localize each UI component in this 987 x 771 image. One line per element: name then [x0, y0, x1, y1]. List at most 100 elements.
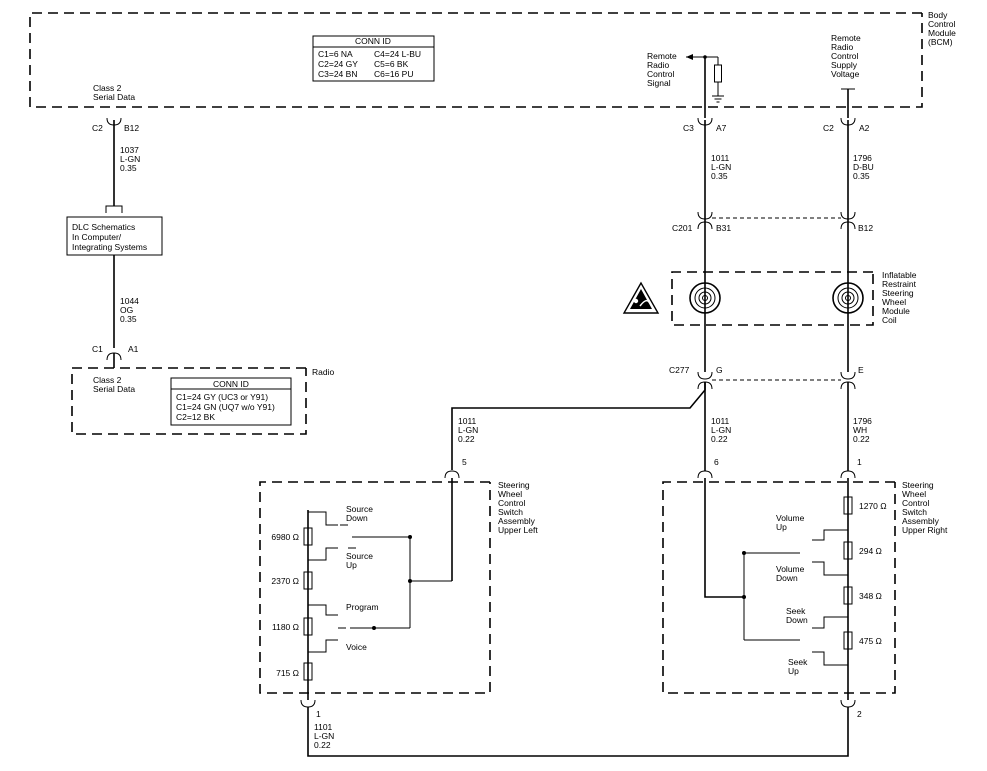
- svg-text:Restraint: Restraint: [882, 279, 917, 289]
- bcm-conn-id-title: CONN ID: [355, 36, 391, 46]
- svg-text:Switch: Switch: [902, 507, 927, 517]
- dlc-reference-box: DLC Schematics In Computer/ Integrating …: [66, 216, 163, 256]
- svg-text:Up: Up: [346, 560, 357, 570]
- bcm-class2-label-1: Class 2: [93, 83, 122, 93]
- svg-text:Wheel: Wheel: [498, 489, 522, 499]
- svg-text:1044: 1044: [120, 296, 139, 306]
- svg-text:Radio: Radio: [312, 367, 334, 377]
- pin-left-5: 5: [444, 457, 467, 479]
- svg-text:G: G: [716, 365, 723, 375]
- svg-text:Volume: Volume: [776, 564, 805, 574]
- airbag-warning-icon: [622, 281, 660, 314]
- svg-text:1: 1: [316, 709, 321, 719]
- svg-text:Radio: Radio: [647, 60, 669, 70]
- svg-text:0.35: 0.35: [120, 314, 137, 324]
- pin-bottom-left-1: 1: [300, 699, 321, 719]
- svg-text:C3: C3: [683, 123, 694, 133]
- svg-text:Radio: Radio: [831, 42, 853, 52]
- svg-text:0.22: 0.22: [458, 434, 475, 444]
- bcm-label-3: Module: [928, 28, 956, 38]
- svg-text:Remote: Remote: [831, 33, 861, 43]
- svg-text:Assembly: Assembly: [902, 516, 940, 526]
- svg-text:Coil: Coil: [882, 315, 897, 325]
- svg-text:Module: Module: [882, 306, 910, 316]
- pin-right-1: 1: [840, 457, 862, 479]
- svg-text:1: 1: [857, 457, 862, 467]
- bcm-conn-row: C2=24 GY: [318, 59, 358, 69]
- bcm-conn-row: C5=6 BK: [374, 59, 409, 69]
- remote-signal-circuit: Remote Radio Control Signal: [647, 51, 724, 118]
- resistor-6980: [303, 527, 313, 546]
- svg-text:Down: Down: [786, 615, 808, 625]
- svg-text:B12: B12: [858, 223, 873, 233]
- remote-supply-circuit: Remote Radio Control Supply Voltage: [831, 33, 861, 118]
- svg-text:Inflatable: Inflatable: [882, 270, 917, 280]
- svg-text:A1: A1: [128, 344, 139, 354]
- inflatable-restraint-coil: Inflatable Restraint Steering Wheel Modu…: [622, 270, 917, 326]
- svg-text:E: E: [858, 365, 864, 375]
- svg-text:Assembly: Assembly: [498, 516, 536, 526]
- svg-text:1796: 1796: [853, 153, 872, 163]
- svg-text:L-GN: L-GN: [314, 731, 334, 741]
- wire-1101: [307, 707, 849, 757]
- bcm-module: Body Control Module (BCM): [29, 10, 956, 108]
- svg-text:0.22: 0.22: [711, 434, 728, 444]
- svg-text:D-BU: D-BU: [853, 162, 874, 172]
- connector-c277: C277 G E: [669, 365, 864, 390]
- resistor-2370: [303, 571, 313, 590]
- svg-text:715 Ω: 715 Ω: [276, 668, 299, 678]
- svg-text:1011: 1011: [458, 416, 477, 426]
- bcm-label-1: Body: [928, 10, 948, 20]
- resistor-348: [843, 586, 853, 605]
- svg-text:C201: C201: [672, 223, 693, 233]
- svg-text:Steering: Steering: [882, 288, 914, 298]
- svg-text:1796: 1796: [853, 416, 872, 426]
- svg-text:Switch: Switch: [498, 507, 523, 517]
- svg-text:Steering: Steering: [498, 480, 530, 490]
- svg-text:Program: Program: [346, 602, 379, 612]
- svg-text:Remote: Remote: [647, 51, 677, 61]
- svg-text:Upper Left: Upper Left: [498, 525, 538, 535]
- svg-text:Up: Up: [788, 666, 799, 676]
- svg-text:C1=24 GN (UQ7 w/o Y91): C1=24 GN (UQ7 w/o Y91): [176, 402, 275, 412]
- svg-text:B31: B31: [716, 223, 731, 233]
- svg-text:1270 Ω: 1270 Ω: [859, 501, 887, 511]
- svg-text:Wheel: Wheel: [882, 297, 906, 307]
- resistor-1270: [843, 496, 853, 515]
- svg-text:1011: 1011: [711, 416, 730, 426]
- svg-text:Control: Control: [498, 498, 526, 508]
- connector-bcm-c3-a7: C3 A7: [683, 117, 727, 133]
- bcm-conn-row: C4=24 L-BU: [374, 49, 421, 59]
- svg-text:Source: Source: [346, 504, 373, 514]
- connector-radio-c1-a1: C1 A1: [92, 344, 139, 368]
- svg-text:A2: A2: [859, 123, 870, 133]
- switch-assembly-upper-right: Steering Wheel Control Switch Assembly U…: [662, 478, 948, 700]
- svg-text:6980 Ω: 6980 Ω: [271, 532, 299, 542]
- svg-text:Voltage: Voltage: [831, 69, 860, 79]
- bcm-label-2: Control: [928, 19, 956, 29]
- svg-text:2: 2: [857, 709, 862, 719]
- svg-text:1037: 1037: [120, 145, 139, 155]
- radio-module: Radio Class 2 Serial Data CONN ID C1=24 …: [71, 367, 334, 435]
- svg-text:Supply: Supply: [831, 60, 858, 70]
- svg-text:5: 5: [462, 457, 467, 467]
- svg-text:A7: A7: [716, 123, 727, 133]
- svg-text:1101: 1101: [314, 722, 333, 732]
- svg-text:L-GN: L-GN: [120, 154, 140, 164]
- bcm-class2-label-2: Serial Data: [93, 92, 135, 102]
- connector-bcm-c2-b12: C2 B12: [92, 117, 139, 133]
- svg-text:6: 6: [714, 457, 719, 467]
- svg-text:Control: Control: [647, 69, 675, 79]
- pin-right-6: 6: [697, 457, 719, 479]
- svg-text:C2: C2: [823, 123, 834, 133]
- svg-text:0.35: 0.35: [853, 171, 870, 181]
- svg-text:0.35: 0.35: [711, 171, 728, 181]
- svg-text:Serial Data: Serial Data: [93, 384, 135, 394]
- svg-text:Seek: Seek: [788, 657, 808, 667]
- svg-text:Class 2: Class 2: [93, 375, 122, 385]
- connector-bcm-c2-a2: C2 A2: [823, 117, 870, 133]
- svg-text:Down: Down: [776, 573, 798, 583]
- svg-text:C277: C277: [669, 365, 690, 375]
- resistor-1180: [303, 617, 313, 636]
- svg-text:DLC Schematics: DLC Schematics: [72, 222, 135, 232]
